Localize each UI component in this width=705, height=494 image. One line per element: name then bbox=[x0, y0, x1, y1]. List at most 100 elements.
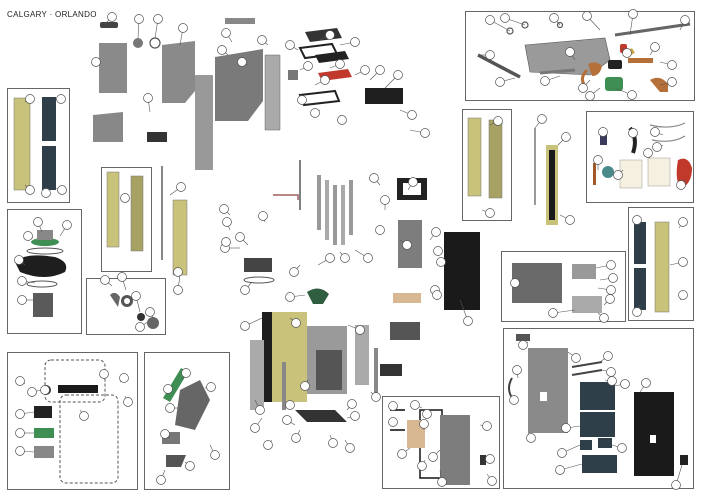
part-callout-bubble bbox=[160, 429, 170, 439]
part-callout-bubble bbox=[120, 193, 130, 203]
part-callout-bubble bbox=[107, 12, 117, 22]
part-callout-bubble bbox=[57, 185, 67, 195]
part-callout-bubble bbox=[163, 384, 173, 394]
part-callout-bubble bbox=[613, 170, 623, 180]
part-callout-bubble bbox=[676, 180, 686, 190]
top-grill bbox=[225, 18, 255, 24]
part-callout-bubble bbox=[428, 452, 438, 462]
part-callout-bubble bbox=[56, 94, 66, 104]
part-callout-bubble bbox=[340, 253, 350, 263]
side-panel-right bbox=[355, 325, 369, 385]
base-plate bbox=[295, 410, 347, 422]
scraper-tool bbox=[593, 163, 596, 185]
part-callout-bubble bbox=[555, 465, 565, 475]
part-callout-bubble bbox=[237, 57, 247, 67]
motor-bracket bbox=[147, 132, 167, 142]
part-callout-bubble bbox=[156, 475, 166, 485]
part-callout-bubble bbox=[123, 397, 133, 407]
power-supply bbox=[34, 406, 52, 418]
part-callout-bubble bbox=[678, 217, 688, 227]
insulation-panel bbox=[13, 97, 31, 191]
part-callout-bubble bbox=[100, 275, 110, 285]
part-callout-bubble bbox=[437, 477, 447, 487]
part-callout-bubble bbox=[485, 15, 495, 25]
part-callout-bubble bbox=[91, 57, 101, 67]
part-callout-bubble bbox=[565, 215, 575, 225]
cable-clip bbox=[508, 377, 513, 399]
glass-insulation-parts bbox=[634, 221, 670, 313]
part-callout-bubble bbox=[509, 395, 519, 405]
vermiculite-panel bbox=[467, 117, 482, 197]
part-callout-bubble bbox=[599, 313, 609, 323]
part-callout-bubble bbox=[485, 454, 495, 464]
part-callout-bubble bbox=[408, 177, 418, 187]
part-callout-bubble bbox=[632, 307, 642, 317]
part-callout-bubble bbox=[310, 108, 320, 118]
part-callout-bubble bbox=[282, 415, 292, 425]
vermiculite-panel bbox=[106, 171, 120, 248]
part-callout-bubble bbox=[650, 42, 660, 52]
pipe-long-top bbox=[614, 22, 691, 37]
part-callout-bubble bbox=[17, 276, 27, 286]
part-callout-bubble bbox=[375, 225, 385, 235]
part-callout-bubble bbox=[485, 50, 495, 60]
auger-parts bbox=[162, 368, 210, 467]
blower-flange bbox=[33, 293, 53, 317]
part-callout-bubble bbox=[678, 290, 688, 300]
front-panel-parts bbox=[508, 334, 688, 476]
part-callout-bubble bbox=[526, 433, 536, 443]
diagram-title: CALGARY · ORLANDO bbox=[7, 10, 97, 19]
ash-drawer-parts bbox=[512, 263, 602, 313]
igniter-housing bbox=[244, 258, 272, 272]
part-callout-bubble bbox=[219, 204, 229, 214]
part-callout-bubble bbox=[15, 376, 25, 386]
manual-book bbox=[647, 157, 671, 187]
door-panel bbox=[440, 415, 470, 485]
part-callout-bubble bbox=[297, 95, 307, 105]
heat-exchanger-tube bbox=[325, 180, 329, 240]
part-callout-bubble bbox=[650, 127, 660, 137]
part-callout-bubble bbox=[402, 240, 412, 250]
gaskets-parts bbox=[110, 292, 159, 329]
stove-body bbox=[250, 312, 378, 422]
part-callout-bubble bbox=[606, 285, 616, 295]
part-callout-bubble bbox=[419, 419, 429, 429]
part-callout-bubble bbox=[153, 14, 163, 24]
part-callout-bubble bbox=[131, 291, 141, 301]
glass-panel-lower bbox=[634, 268, 646, 310]
pipe-left bbox=[477, 53, 521, 79]
part-callout-bubble bbox=[432, 290, 442, 300]
part-callout-bubble bbox=[285, 40, 295, 50]
part-callout-bubble bbox=[134, 14, 144, 24]
part-callout-bubble bbox=[561, 132, 571, 142]
part-callout-bubble bbox=[325, 30, 335, 40]
part-callout-bubble bbox=[482, 421, 492, 431]
ash-drawer bbox=[512, 263, 562, 303]
part-callout-bubble bbox=[617, 443, 627, 453]
part-callout-bubble bbox=[493, 116, 503, 126]
part-callout-bubble bbox=[258, 211, 268, 221]
part-callout-bubble bbox=[500, 13, 510, 23]
springs bbox=[649, 122, 686, 142]
gasket bbox=[243, 276, 275, 284]
drawer-handle-plate bbox=[572, 264, 596, 279]
part-callout-bubble bbox=[17, 295, 27, 305]
front-door bbox=[634, 392, 674, 476]
part-callout-bubble bbox=[667, 77, 677, 87]
remote-control bbox=[600, 132, 607, 145]
manual-book bbox=[619, 159, 643, 189]
motor bbox=[37, 230, 53, 240]
latch bbox=[480, 455, 486, 465]
part-callout-bubble bbox=[510, 278, 520, 288]
part-callout-bubble bbox=[628, 128, 638, 138]
part-callout-bubble bbox=[285, 400, 295, 410]
part-callout-bubble bbox=[565, 47, 575, 57]
glass-small bbox=[598, 438, 612, 448]
part-callout-bubble bbox=[375, 65, 385, 75]
part-callout-bubble bbox=[431, 227, 441, 237]
clip-part bbox=[110, 292, 120, 307]
part-callout-bubble bbox=[221, 28, 231, 38]
part-callout-bubble bbox=[420, 128, 430, 138]
wiring-harness-group bbox=[44, 359, 106, 403]
part-callout-bubble bbox=[487, 476, 497, 486]
